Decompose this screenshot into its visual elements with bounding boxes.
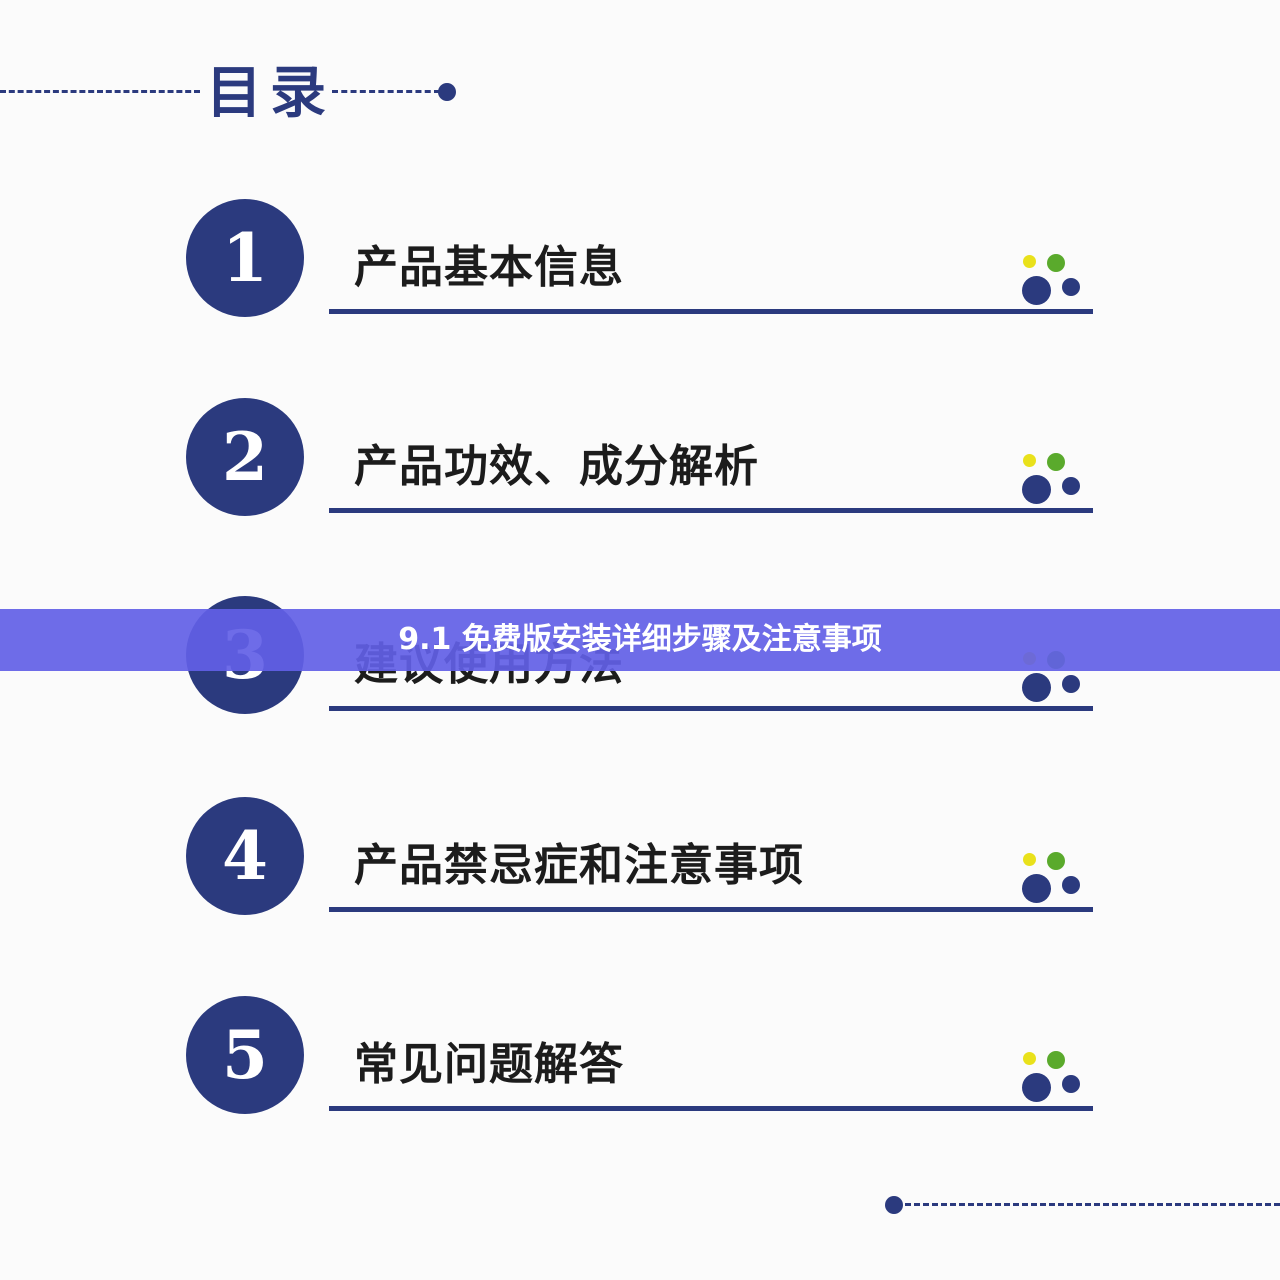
footer-dot bbox=[885, 1196, 903, 1214]
banner-text: 9.1 免费版安装详细步骤及注意事项 bbox=[398, 622, 882, 657]
header-dot bbox=[438, 83, 456, 101]
toc-item-label: 产品禁忌症和注意事项 bbox=[354, 840, 804, 891]
toc-underline bbox=[329, 1106, 1093, 1111]
toc-underline bbox=[329, 508, 1093, 513]
toc-item-label: 常见问题解答 bbox=[354, 1039, 624, 1090]
toc-item-4[interactable]: 4 产品禁忌症和注意事项 bbox=[186, 797, 1096, 919]
toc-item-label: 产品基本信息 bbox=[354, 242, 624, 293]
toc-number-badge: 2 bbox=[186, 398, 304, 516]
toc-underline bbox=[329, 309, 1093, 314]
toc-underline bbox=[329, 907, 1093, 912]
decorative-dots-icon bbox=[1022, 453, 1082, 504]
toc-item-1[interactable]: 1 产品基本信息 bbox=[186, 199, 1096, 321]
toc-item-5[interactable]: 5 常见问题解答 bbox=[186, 996, 1096, 1118]
footer-dashed-line bbox=[905, 1203, 1280, 1206]
page-title: 目录 bbox=[206, 60, 334, 126]
toc-number-badge: 5 bbox=[186, 996, 304, 1114]
toc-item-label: 产品功效、成分解析 bbox=[354, 441, 759, 492]
toc-item-2[interactable]: 2 产品功效、成分解析 bbox=[186, 398, 1096, 520]
toc-number-badge: 1 bbox=[186, 199, 304, 317]
decorative-dots-icon bbox=[1022, 1051, 1082, 1102]
decorative-dots-icon bbox=[1022, 852, 1082, 903]
toc-number-badge: 4 bbox=[186, 797, 304, 915]
toc-header: 目录 bbox=[0, 58, 470, 128]
overlay-banner[interactable]: 9.1 免费版安装详细步骤及注意事项 bbox=[0, 609, 1280, 671]
header-dashed-line-left bbox=[0, 90, 200, 93]
toc-underline bbox=[329, 706, 1093, 711]
header-dashed-line-right bbox=[332, 90, 440, 93]
decorative-dots-icon bbox=[1022, 254, 1082, 305]
